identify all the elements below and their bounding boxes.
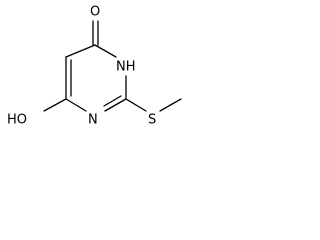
bond-c2-n1-double [103,95,122,107]
bond-c5-c4 [65,44,96,58]
bond-c6-oh [43,98,67,112]
bond-s-methyl [159,98,182,112]
sulfur-label: S [148,113,156,128]
bond-n1-c6 [65,98,87,112]
bond-c2-n1 [104,98,127,112]
bond-c2-s [125,98,147,112]
ring-n-label: N [88,113,98,128]
bond-c4-n3 [94,44,117,58]
hydroxyl-label: HO [7,113,27,128]
molecule-structure: O NH N S HO [7,5,182,128]
carbonyl-oxygen-label: O [90,5,100,20]
ring-nh-label: NH [116,60,136,75]
